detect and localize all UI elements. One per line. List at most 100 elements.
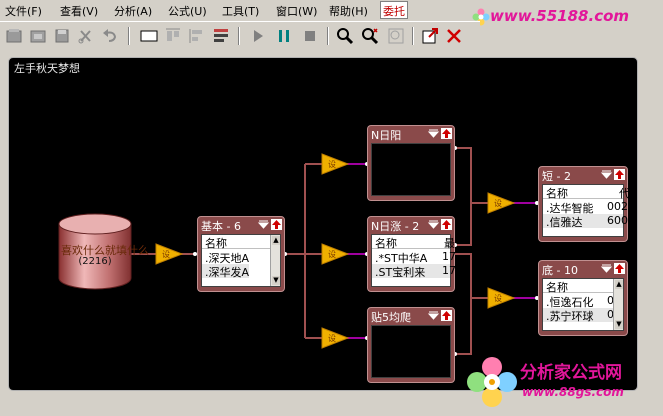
dropdown-icon[interactable] xyxy=(427,128,440,139)
undo-icon[interactable] xyxy=(100,26,120,46)
svg-text:设: 设 xyxy=(494,198,502,208)
zoom-icon[interactable] xyxy=(335,26,355,46)
column-header-extra: 代 xyxy=(619,187,630,200)
dropdown-icon[interactable] xyxy=(427,310,440,321)
watermark-bottom-title: 分析家公式网 xyxy=(520,363,622,383)
menu-window[interactable]: 窗口(W) xyxy=(276,5,318,18)
rect-select-icon[interactable] xyxy=(139,26,159,46)
flower-logo-icon xyxy=(467,357,517,407)
watermark-bottom-url: www.88gs.com xyxy=(522,385,624,399)
scroll-up-icon[interactable]: ▲ xyxy=(615,280,623,289)
node-tie5[interactable]: 贴5均爬 xyxy=(367,307,455,383)
dropdown-icon[interactable] xyxy=(600,169,613,180)
close-icon[interactable] xyxy=(444,26,464,46)
save-icon[interactable] xyxy=(52,26,72,46)
wire-nrizhang-out-2 xyxy=(455,253,472,298)
export-icon[interactable] xyxy=(420,26,440,46)
menu-analysis[interactable]: 分析(A) xyxy=(114,5,153,18)
filter-node[interactable]: 设 xyxy=(155,242,184,266)
align-right-icon[interactable] xyxy=(211,26,231,46)
wire-tie5-out xyxy=(455,298,472,355)
scrollbar[interactable]: ▲ ▼ xyxy=(613,279,623,330)
wire-nriyang-out xyxy=(455,147,472,203)
menu-help[interactable]: 帮助(H) xyxy=(329,5,368,18)
column-header-name: 名称 xyxy=(372,235,450,250)
filter-node[interactable]: 设 xyxy=(321,242,350,266)
align-top-icon[interactable] xyxy=(163,26,183,46)
filter-node[interactable]: 设 xyxy=(321,152,350,176)
cut-icon[interactable] xyxy=(76,26,96,46)
node-title: 短 - 2 xyxy=(542,170,571,183)
list-item[interactable]: .深天地A xyxy=(205,252,250,265)
arrow-up-icon[interactable] xyxy=(441,310,452,321)
filter-triangle-icon: 设 xyxy=(487,192,516,214)
align-left-icon[interactable] xyxy=(187,26,207,46)
node-header: 贴5均爬 xyxy=(368,308,454,324)
zoom-fit-icon[interactable] xyxy=(360,26,380,46)
run-icon[interactable] xyxy=(248,26,268,46)
dropdown-icon[interactable] xyxy=(427,219,440,230)
filter-node[interactable]: 设 xyxy=(321,326,350,350)
watermark-top-url: www.55188.com xyxy=(490,7,630,25)
menu-formula[interactable]: 公式(U) xyxy=(168,5,207,18)
arrow-up-icon[interactable] xyxy=(441,128,452,139)
node-title: 底 - 10 xyxy=(542,264,578,277)
node-nriyang[interactable]: N日阳 xyxy=(367,125,455,201)
new-icon[interactable] xyxy=(4,26,24,46)
dropdown-icon[interactable] xyxy=(257,219,270,230)
node-jiben[interactable]: 基本 - 6 名称 .深天地A .深华发A ▲ ▼ xyxy=(197,216,285,292)
arrow-up-icon[interactable] xyxy=(441,219,452,230)
database-label: 喜欢什么就填什么 xyxy=(61,244,149,257)
pause-icon[interactable] xyxy=(274,26,294,46)
zoom-disabled-icon[interactable] xyxy=(386,26,406,46)
result-list[interactable] xyxy=(371,143,451,196)
scroll-down-icon[interactable]: ▼ xyxy=(615,320,623,329)
column-header-extra: 最 xyxy=(444,237,455,250)
scroll-up-icon[interactable]: ▲ xyxy=(272,236,280,245)
filter-node[interactable]: 设 xyxy=(487,286,516,310)
node-title: 基本 - 6 xyxy=(201,220,241,233)
result-list[interactable] xyxy=(371,325,451,378)
menu-view[interactable]: 查看(V) xyxy=(60,5,99,18)
scrollbar[interactable]: ▲ ▼ xyxy=(270,235,280,286)
menu-entrust[interactable]: 委托 xyxy=(380,1,408,19)
connector-dot xyxy=(193,252,197,256)
svg-text:设: 设 xyxy=(328,249,336,259)
menu-tools[interactable]: 工具(T) xyxy=(222,5,260,18)
flow-canvas[interactable]: 左手秋天梦想 xyxy=(8,57,638,391)
open-icon[interactable] xyxy=(28,26,48,46)
scroll-down-icon[interactable]: ▼ xyxy=(272,276,280,285)
list-item[interactable]: .深华发A xyxy=(202,264,250,279)
result-list[interactable]: 名称 .深天地A .深华发A ▲ ▼ xyxy=(201,234,281,287)
node-title: N日涨 - 2 xyxy=(371,220,420,233)
canvas-title: 左手秋天梦想 xyxy=(14,62,80,75)
stock-database[interactable]: 喜欢什么就填什么 (2216) xyxy=(57,212,149,292)
wire-nrizhang-out xyxy=(455,203,472,246)
arrow-up-icon[interactable] xyxy=(271,219,282,230)
menu-bar: 文件(F) 查看(V) 分析(A) 公式(U) 工具(T) 窗口(W) 帮助(H… xyxy=(0,0,663,20)
filter-node[interactable]: 设 xyxy=(487,191,516,215)
watermark-top: www.55188.com xyxy=(470,6,660,32)
arrow-up-icon[interactable] xyxy=(614,169,625,180)
filter-triangle-icon: 设 xyxy=(155,243,184,265)
column-header-name: 名称 xyxy=(543,279,623,294)
dropdown-icon[interactable] xyxy=(600,263,613,274)
svg-text:设: 设 xyxy=(328,159,336,169)
menu-file[interactable]: 文件(F) xyxy=(5,5,42,18)
stop-icon[interactable] xyxy=(300,26,320,46)
node-header: 底 - 10 xyxy=(539,261,627,277)
arrow-up-icon[interactable] xyxy=(614,263,625,274)
column-header-name: 名称 xyxy=(543,185,623,200)
